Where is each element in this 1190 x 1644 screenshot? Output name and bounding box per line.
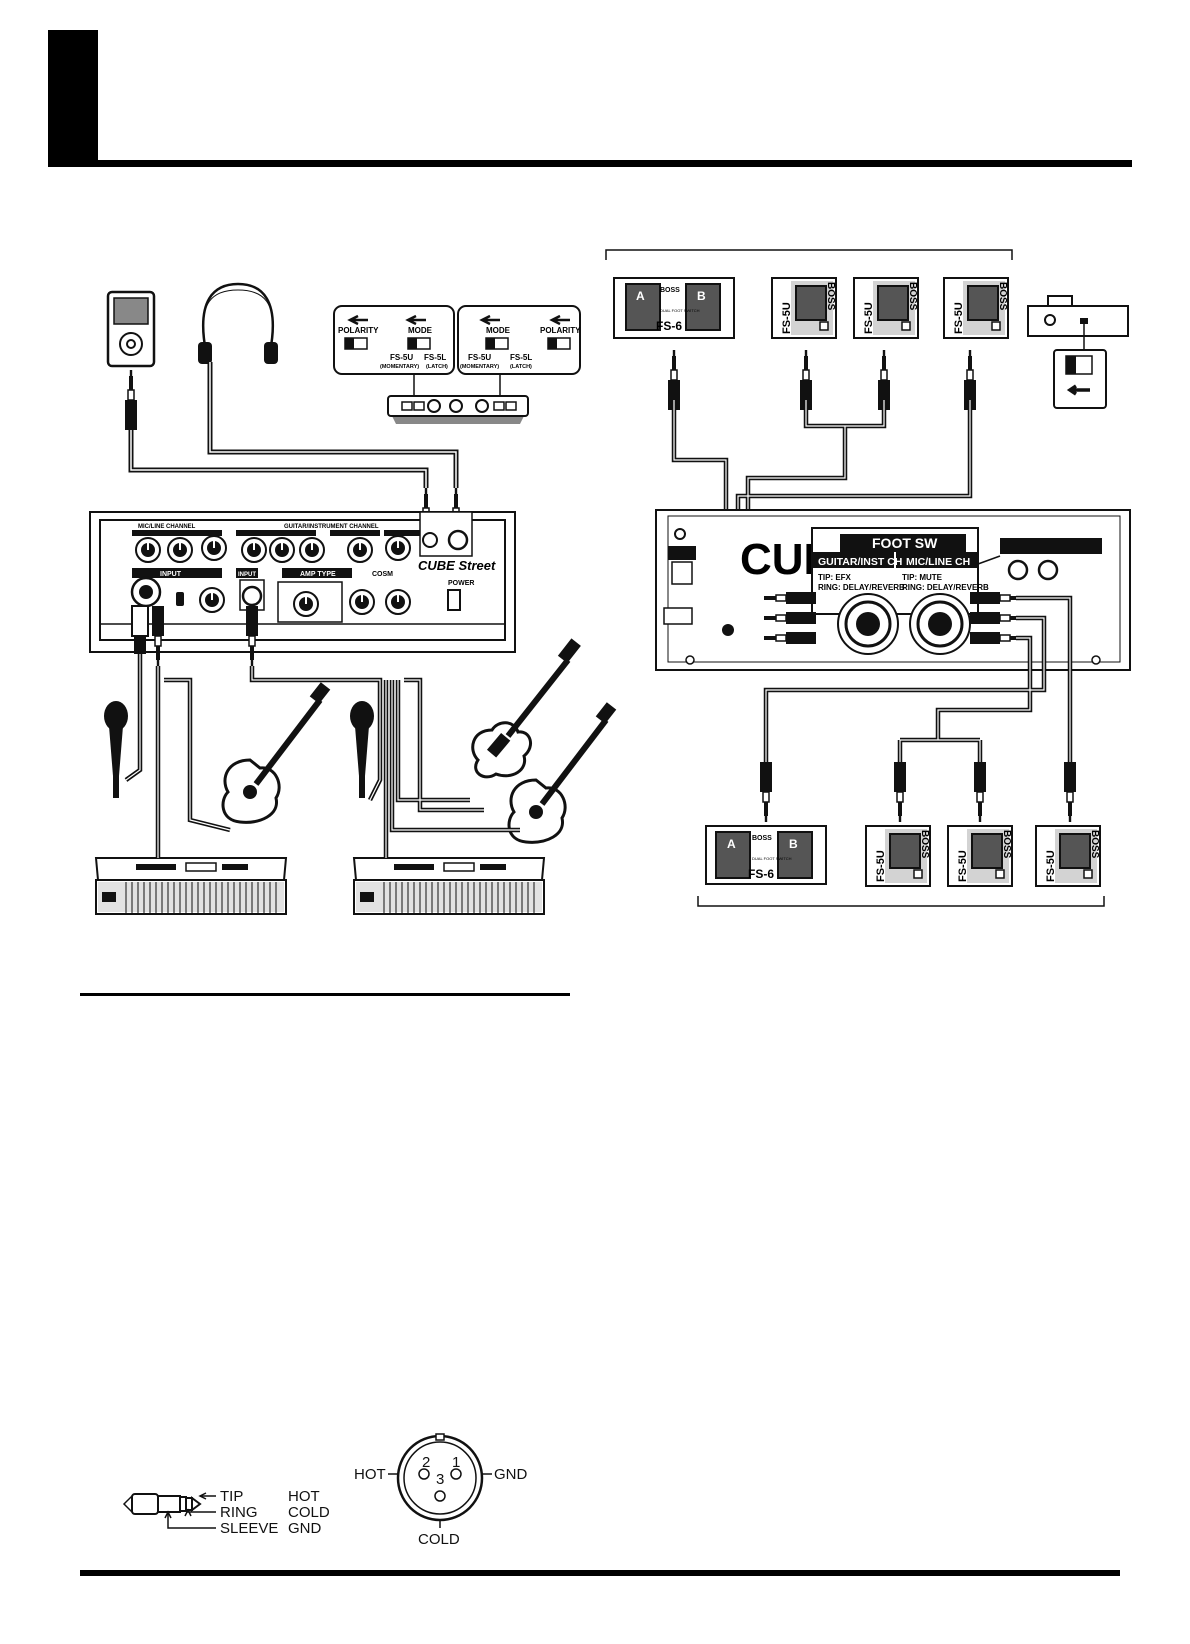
switch-settings-panel-left: POLARITY MODE FS-5U (MOMENTARY) FS-5L (L… bbox=[333, 305, 455, 375]
polarity-label: POLARITY bbox=[338, 326, 379, 335]
cosm-label: COSM bbox=[372, 571, 393, 578]
fs6-pedal-bottom: A B BOSS DUAL FOOT SWITCH FS-6 bbox=[705, 825, 827, 885]
power-label: POWER bbox=[448, 580, 474, 587]
fs6-model-label: FS-6 bbox=[656, 319, 682, 333]
input1-label: INPUT bbox=[160, 571, 182, 578]
fs6-bottom-model-label: FS-6 bbox=[748, 867, 774, 881]
keyboard-icon bbox=[95, 857, 287, 915]
footer-rule bbox=[80, 1570, 1120, 1576]
guitar-tip-label: TIP: EFX bbox=[818, 573, 852, 582]
fs5u-top-1-brand: BOSS bbox=[825, 282, 836, 311]
fs5u-label-2: FS-5U bbox=[468, 353, 491, 362]
fs5l-label-2: FS-5L bbox=[510, 353, 532, 362]
fs5u-bottom-3-label: FS-5U bbox=[1045, 850, 1057, 882]
gnd-label: GND bbox=[288, 1520, 322, 1537]
fs6-bottom-a-label: A bbox=[727, 837, 736, 851]
ring-label: RING bbox=[220, 1504, 258, 1521]
latch-label-2: (LATCH) bbox=[510, 364, 532, 370]
fs6-brand: BOSS bbox=[660, 287, 680, 294]
input2-label: INPUT bbox=[238, 572, 256, 578]
tip-label: TIP bbox=[220, 1488, 243, 1505]
cold-label: COLD bbox=[288, 1504, 330, 1521]
fs5u-bottom-2-brand: BOSS bbox=[1001, 830, 1012, 859]
footsw-label: FOOT SW bbox=[872, 535, 938, 551]
fs5u-bottom-1-brand: BOSS bbox=[919, 830, 930, 859]
hot-label: HOT bbox=[288, 1488, 320, 1505]
momentary-label: (MOMENTARY) bbox=[380, 364, 419, 370]
header-black-block bbox=[48, 30, 98, 166]
fs5u-top-3-label: FS-5U bbox=[953, 302, 965, 334]
amp-type-label: AMP TYPE bbox=[300, 571, 336, 578]
acoustic-guitar-icon-2 bbox=[509, 702, 616, 842]
electric-guitar-icon bbox=[473, 638, 581, 776]
fs5u-label: FS-5U bbox=[390, 353, 413, 362]
player-plug-icon bbox=[124, 369, 138, 431]
cube-logo-partial: CUI bbox=[740, 535, 816, 584]
xlr-pinout-diagram bbox=[388, 1433, 492, 1528]
momentary-label-2: (MOMENTARY) bbox=[460, 364, 499, 370]
mic-tip-label: TIP: MUTE bbox=[902, 573, 943, 582]
fs5u-bottom-3-brand: BOSS bbox=[1089, 830, 1100, 859]
xlr-pin2-label: 2 bbox=[422, 1454, 430, 1471]
fs6-bottom-b-label: B bbox=[789, 837, 798, 851]
fs6-sublabel: DUAL FOOT SWITCH bbox=[660, 308, 700, 313]
mic-line-channel-label: MIC/LINE CHANNEL bbox=[138, 524, 196, 530]
mic-ring-label: RING: DELAY/REVERB bbox=[902, 583, 989, 592]
fs6-a-label: A bbox=[636, 289, 645, 303]
microphone-icon bbox=[104, 701, 128, 798]
rear-switch-module bbox=[387, 395, 529, 424]
polarity-label-2: POLARITY bbox=[540, 326, 581, 335]
mic-ch-label: MIC/LINE CH bbox=[906, 556, 970, 568]
cube-street-amp-panel: MIC/LINE CHANNEL GUITAR/INSTRUMENT CHANN… bbox=[89, 511, 516, 653]
xlr-cold-label: COLD bbox=[418, 1531, 460, 1548]
switch-settings-panel-right: MODE POLARITY FS-5U (MOMENTARY) FS-5L (L… bbox=[457, 305, 581, 375]
xlr-pin1-label: 1 bbox=[452, 1454, 460, 1471]
fs5u-top-2-label: FS-5U bbox=[863, 302, 875, 334]
latch-label: (LATCH) bbox=[426, 364, 448, 370]
acoustic-guitar-icon bbox=[223, 682, 330, 822]
audio-player-icon bbox=[106, 290, 156, 368]
fs6-bottom-sublabel: DUAL FOOT SWITCH bbox=[752, 856, 792, 861]
phone-plug-diagram bbox=[122, 1492, 216, 1529]
header-rule bbox=[48, 160, 1132, 167]
amp-brand-logo: CUBE Street bbox=[418, 558, 496, 573]
fs6-b-label: B bbox=[697, 289, 706, 303]
guitar-plug-icon bbox=[245, 605, 259, 667]
microphone-icon-2 bbox=[350, 701, 374, 798]
sleeve-label: SLEEVE bbox=[220, 1520, 278, 1537]
mode-label: MODE bbox=[408, 326, 433, 335]
fs6-bottom-brand: BOSS bbox=[752, 835, 772, 842]
guitar-ch-label: GUITAR/INST CH bbox=[818, 556, 902, 568]
xlr-hot-label: HOT bbox=[354, 1466, 386, 1483]
keyboard-icon-2 bbox=[353, 857, 545, 915]
fs5u-top-3-brand: BOSS bbox=[997, 282, 1008, 311]
guitar-channel-label: GUITAR/INSTRUMENT CHANNEL bbox=[284, 524, 379, 530]
xlr-plug-icon bbox=[131, 605, 149, 654]
fs5u-bottom-1-label: FS-5U bbox=[875, 850, 887, 882]
pedal-side-view bbox=[1027, 295, 1129, 409]
fs5l-label: FS-5L bbox=[424, 353, 446, 362]
mode-label-2: MODE bbox=[486, 326, 511, 335]
fs5u-bottom-2-label: FS-5U bbox=[957, 850, 969, 882]
xlr-pin3-label: 3 bbox=[436, 1471, 444, 1488]
guitar-ring-label: RING: DELAY/REVERB bbox=[818, 583, 905, 592]
section-rule bbox=[80, 993, 570, 996]
xlr-gnd-label: GND bbox=[494, 1466, 528, 1483]
fs6-pedal-top: A B BOSS DUAL FOOT SWITCH FS-6 bbox=[613, 277, 735, 339]
rear-panel: CUI FOOT SW GUITAR/INST CH MIC/LINE CH T… bbox=[655, 509, 1131, 671]
keyboard-plug-icon bbox=[151, 605, 165, 667]
headphones-icon bbox=[198, 282, 278, 364]
fs5u-top-1-label: FS-5U bbox=[781, 302, 793, 334]
fs5u-top-2-brand: BOSS bbox=[907, 282, 918, 311]
